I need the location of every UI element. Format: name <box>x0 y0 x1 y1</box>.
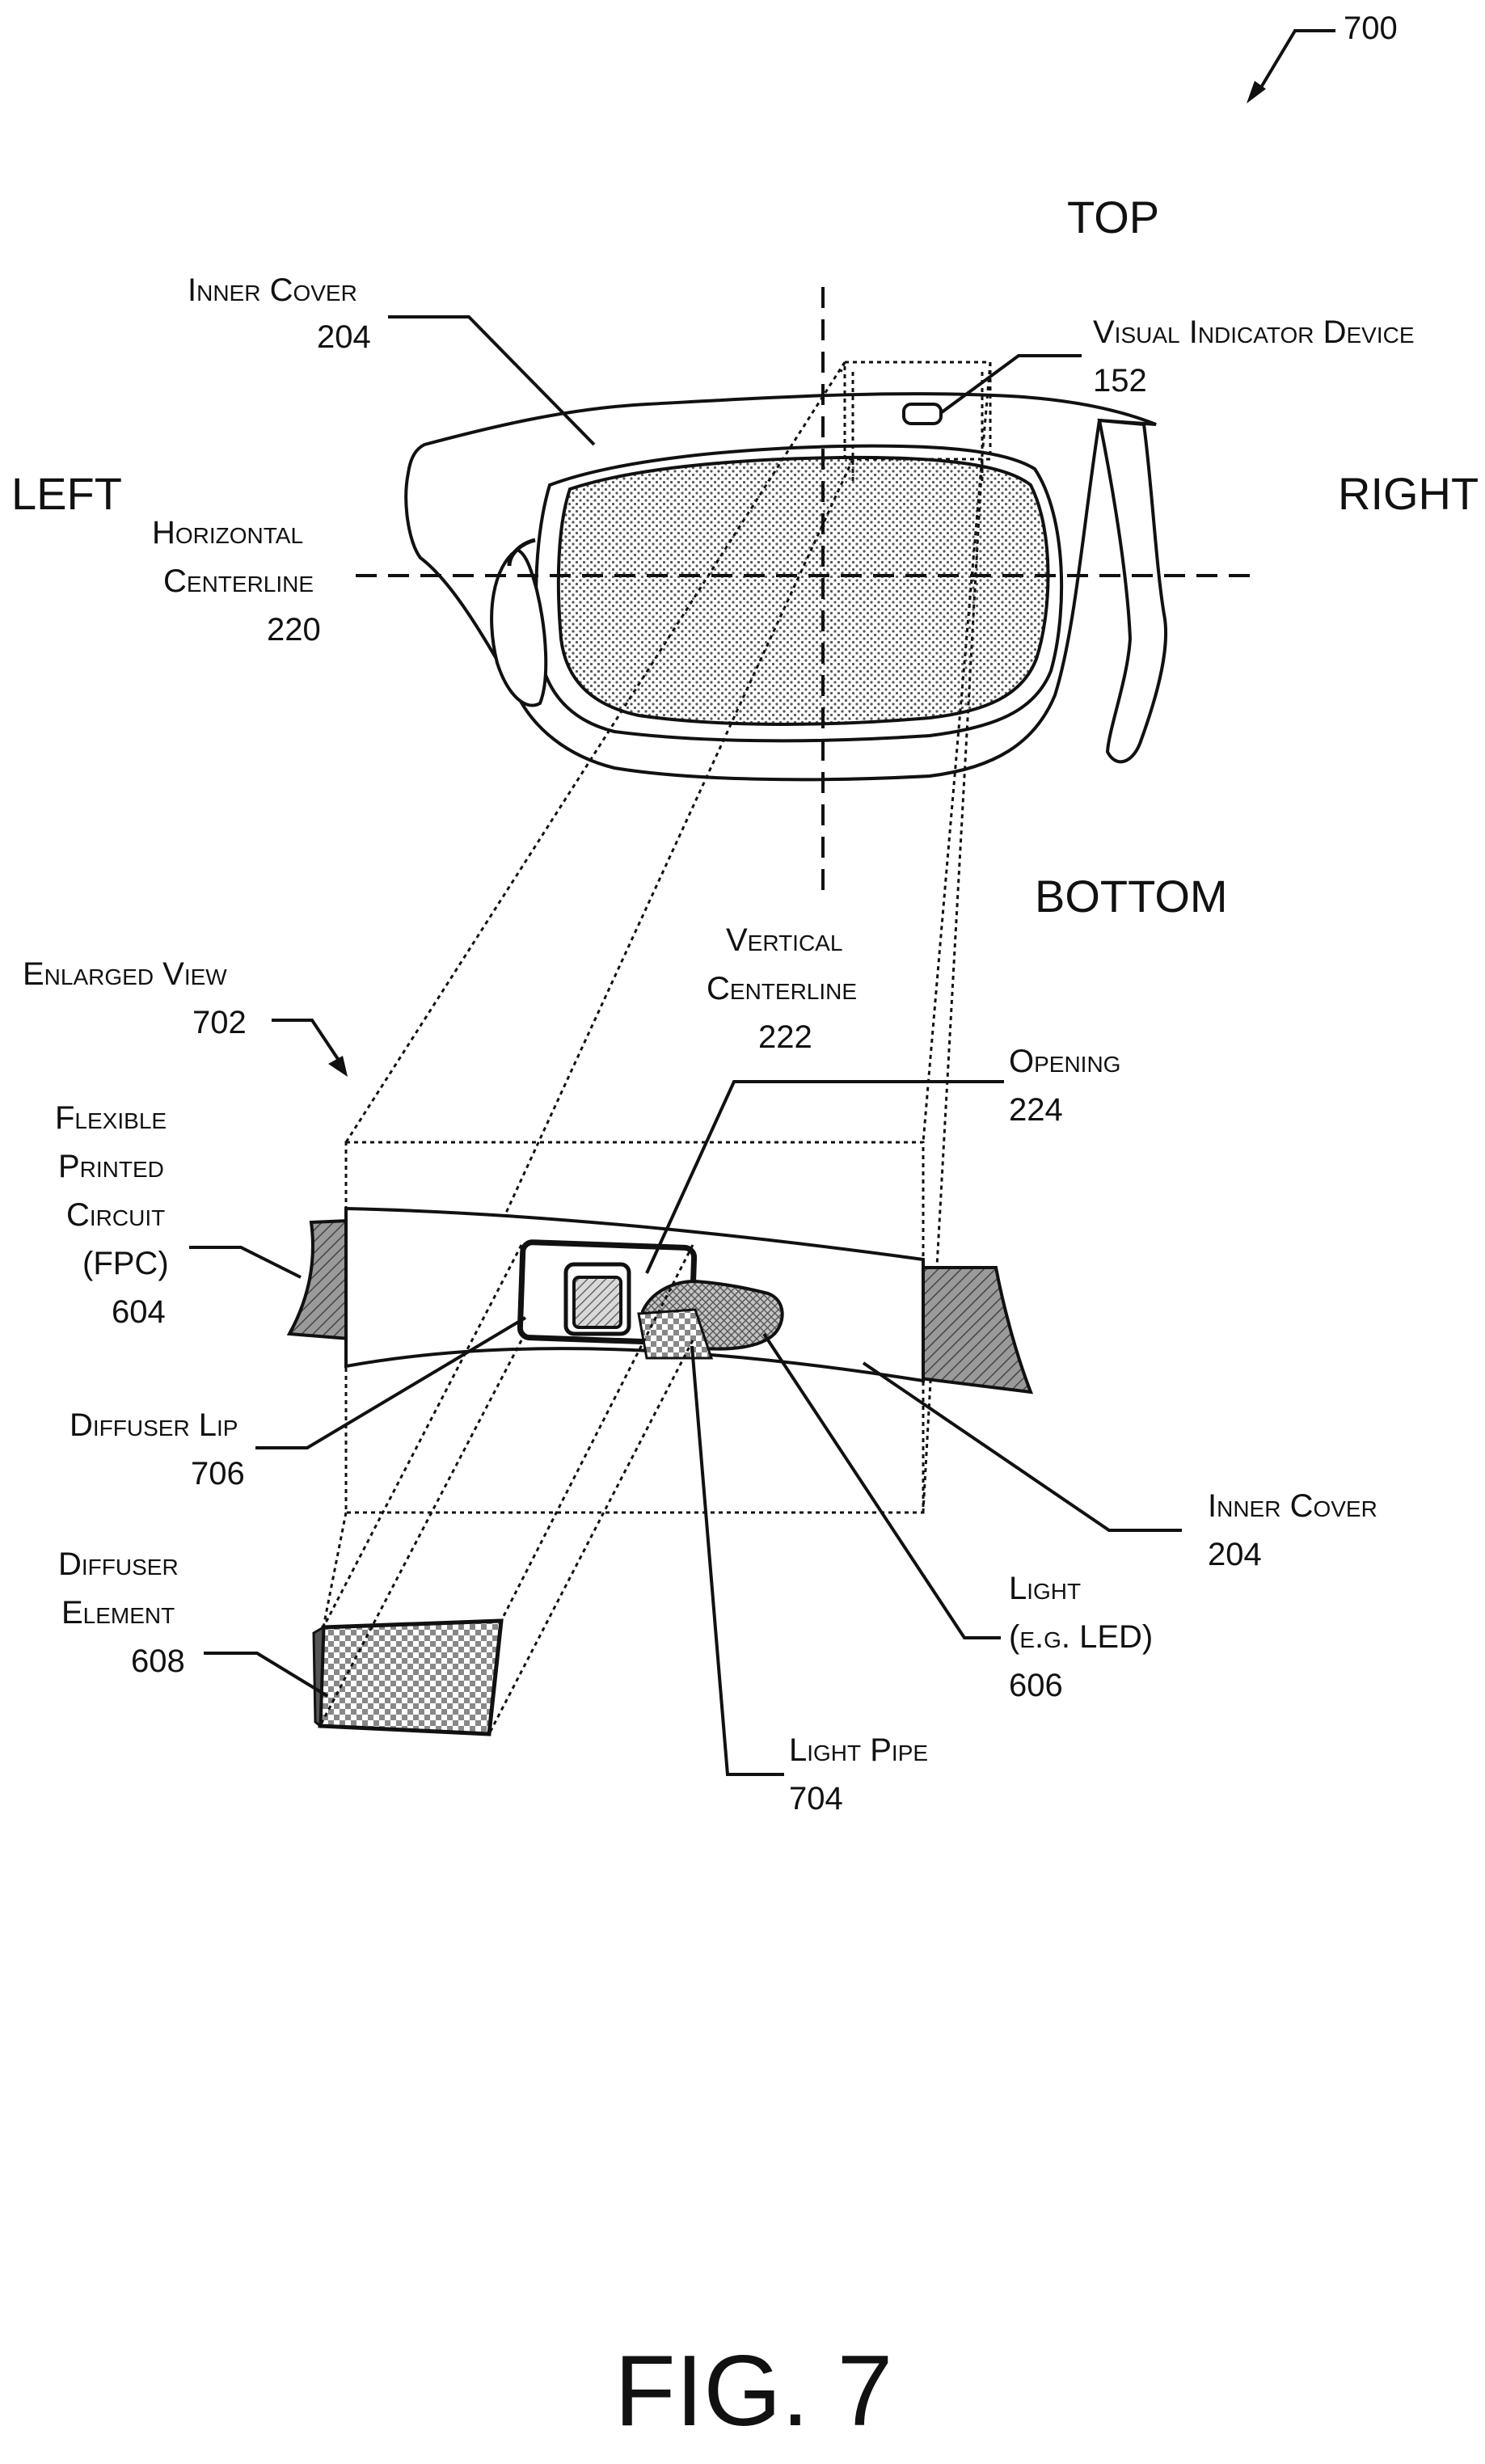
ref-fpc: 604 <box>112 1294 166 1330</box>
ref-horizontal-centerline: 220 <box>267 612 321 648</box>
label-fpc-line4: (FPC) <box>82 1246 169 1281</box>
label-diffuser-lip: Diffuser Lip <box>70 1407 238 1443</box>
ref-vertical-centerline: 222 <box>758 1019 812 1055</box>
glasses-frame <box>406 394 1166 779</box>
label-diffuser-element-line2: Element <box>61 1595 175 1631</box>
fpc-left <box>289 1221 349 1339</box>
label-inner-cover-bottom: Inner Cover <box>1208 1488 1377 1524</box>
orientation-bottom: BOTTOM <box>1035 871 1228 922</box>
ref-diffuser-lip: 706 <box>191 1456 245 1491</box>
ref-visual-indicator: 152 <box>1093 363 1147 399</box>
label-enlarged-view: Enlarged View <box>23 956 227 992</box>
temple-arm <box>1099 420 1166 762</box>
label-horizontal-line2: Centerline <box>163 563 314 599</box>
label-light-pipe: Light Pipe <box>789 1732 928 1768</box>
diffuser-lip <box>566 1264 629 1334</box>
ref-opening: 224 <box>1009 1092 1063 1128</box>
label-diffuser-element-line1: Diffuser <box>58 1546 179 1582</box>
orientation-left: LEFT <box>11 468 122 519</box>
label-horizontal-line1: Horizontal <box>152 515 303 551</box>
ref-inner-cover-top: 204 <box>317 319 371 355</box>
label-fpc-line3: Circuit <box>66 1197 165 1233</box>
enlarged-view-arrow <box>272 1020 348 1077</box>
label-light-line2: (e.g. LED) <box>1009 1619 1153 1655</box>
ref-diffuser-element: 608 <box>131 1643 185 1679</box>
label-vertical-line1: Vertical <box>726 922 842 958</box>
label-opening: Opening <box>1009 1044 1120 1079</box>
orientation-right: RIGHT <box>1338 468 1479 519</box>
ref-light-pipe: 704 <box>789 1781 843 1816</box>
diffuser-element <box>314 1621 501 1734</box>
visual-indicator-device <box>904 404 941 424</box>
ref-light: 606 <box>1009 1668 1063 1703</box>
label-vertical-line2: Centerline <box>707 971 857 1006</box>
ref-enlarged-view: 702 <box>192 1005 247 1040</box>
figure-caption: FIG. 7 <box>614 2335 893 2447</box>
label-fpc-line2: Printed <box>58 1149 164 1184</box>
label-fpc-line1: Flexible <box>55 1100 167 1136</box>
label-visual-indicator: Visual Indicator Device <box>1093 314 1415 350</box>
ref-inner-cover-bottom: 204 <box>1208 1537 1262 1572</box>
figure-ref-number: 700 <box>1344 11 1398 46</box>
orientation-top: TOP <box>1067 192 1159 243</box>
figure-ref-arrow <box>1247 31 1335 103</box>
label-inner-cover-top: Inner Cover <box>188 272 357 308</box>
fpc-right <box>920 1268 1031 1392</box>
label-light-line1: Light <box>1009 1571 1081 1606</box>
